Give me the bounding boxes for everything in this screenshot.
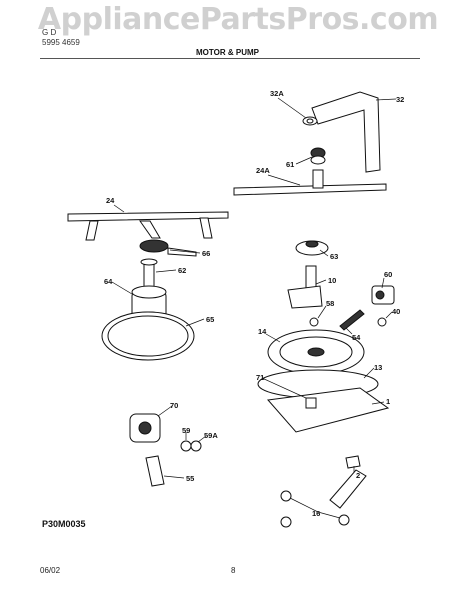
filter-screen-65 <box>101 311 195 361</box>
callout-63: 63 <box>330 252 338 261</box>
model-line: G D <box>42 28 57 37</box>
callout-32a: 32A <box>270 89 284 98</box>
callout-40: 40 <box>392 307 400 316</box>
callout-60: 60 <box>384 270 392 279</box>
callout-24: 24 <box>106 196 115 205</box>
callout-10: 10 <box>328 276 336 285</box>
header-rule <box>40 58 420 59</box>
callout-24a: 24A <box>256 166 270 175</box>
part-58 <box>309 317 319 327</box>
drawing-code: P30M0035 <box>42 519 86 529</box>
callout-61: 61 <box>286 160 294 169</box>
callout-59a: 59A <box>204 431 218 440</box>
callout-62: 62 <box>178 266 186 275</box>
callout-16: 16 <box>312 509 320 518</box>
publication-line: 5995 4659 <box>42 38 80 47</box>
nut-66 <box>139 239 197 257</box>
footer-date: 06/02 <box>40 566 61 575</box>
seal-32a <box>302 116 318 126</box>
callout-64: 64 <box>104 277 113 286</box>
hose-54 <box>339 309 365 331</box>
o-rings-59 <box>180 440 202 452</box>
valve-60 <box>371 285 395 305</box>
pump-housing-10 <box>287 265 323 309</box>
footer-page-number: 8 <box>231 566 236 575</box>
upper-spray-arm-24a <box>233 169 387 196</box>
bearing-61 <box>310 147 326 165</box>
callout-2: 2 <box>356 471 360 480</box>
mount-plate-1 <box>267 387 390 433</box>
lower-spray-arm-24 <box>67 211 229 241</box>
section-title: MOTOR & PUMP <box>196 48 259 57</box>
callout-1: 1 <box>386 397 390 406</box>
callout-59: 59 <box>182 426 190 435</box>
clip-2 <box>345 455 361 469</box>
part-40 <box>377 317 387 327</box>
callout-58: 58 <box>326 299 334 308</box>
callout-70: 70 <box>170 401 178 410</box>
callout-54: 54 <box>352 333 361 342</box>
callout-55: 55 <box>186 474 194 483</box>
pump-base-14 <box>267 329 365 375</box>
clamps-16 <box>280 469 367 528</box>
callout-66: 66 <box>202 249 210 258</box>
callout-14: 14 <box>258 327 267 336</box>
bracket-55 <box>145 455 165 487</box>
callout-13: 13 <box>374 363 382 372</box>
feed-tube-32 <box>311 91 381 173</box>
callout-32: 32 <box>396 95 404 104</box>
callout-71: 71 <box>256 373 264 382</box>
callout-65: 65 <box>206 315 214 324</box>
cover-63 <box>295 240 329 256</box>
motor-70 <box>129 413 161 443</box>
